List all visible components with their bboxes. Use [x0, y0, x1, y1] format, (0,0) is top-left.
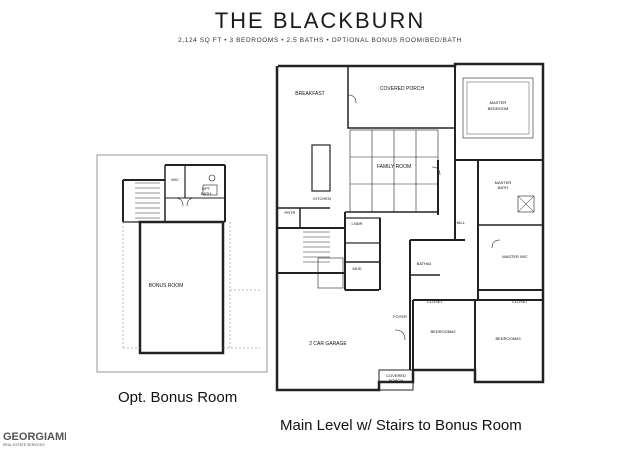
bonus-bath-label-1: OPT — [202, 186, 211, 191]
master-bath-label-1: MASTER — [495, 180, 512, 185]
closet-b-label: CLOSET — [512, 299, 529, 304]
master-bedroom-label-1: MASTER — [490, 100, 507, 105]
main-plan — [275, 62, 545, 392]
bonus-room-label: BONUS ROOM — [149, 283, 184, 289]
master-bedroom-label-2: BEDROOM — [488, 106, 509, 111]
garage-label: 2 CAR GARAGE — [309, 341, 347, 347]
main-stairs — [303, 231, 344, 289]
main-level-caption: Main Level w/ Stairs to Bonus Room — [280, 417, 522, 434]
bonus-plan-outline — [96, 154, 268, 373]
foyer-label: FOYER — [393, 314, 407, 319]
hall-label: HALL — [455, 220, 466, 225]
bonus-bath-label-2: BATH — [201, 191, 211, 196]
family-room-ceiling — [349, 129, 439, 213]
georgiamls-logo: GEORGIAMLS REAL ESTATE SERVICES — [2, 428, 66, 448]
covered-porch-label: COVERED PORCH — [380, 86, 425, 92]
breakfast-label: BREAKFAST — [295, 91, 324, 97]
kitchen-label: KITCHEN — [313, 196, 331, 201]
master-wic-label: MASTER WIC — [502, 254, 528, 259]
master-bath-label-2: BATH — [498, 185, 508, 190]
bedroom3-label: BEDROOM#3 — [495, 336, 521, 341]
laundry-label: LNDR — [352, 221, 363, 226]
plan-subtitle: 2,124 SQ FT • 3 BEDROOMS • 2.5 BATHS • O… — [178, 37, 462, 44]
bath2-label: BATH#2 — [417, 261, 433, 266]
family-room-label: FAMILY ROOM — [377, 164, 411, 170]
pantry-label: PNTR — [285, 210, 296, 215]
bonus-stairs — [135, 182, 160, 219]
closet-a-label: CLOSET — [427, 299, 444, 304]
bonus-wic-label: WIC — [171, 177, 179, 182]
bonus-plan — [96, 154, 268, 373]
front-porch-label-1: COVERED — [386, 373, 406, 378]
logo-name: GEORGIAMLS — [3, 431, 66, 443]
logo-tagline: REAL ESTATE SERVICES — [3, 443, 45, 447]
bonus-room-caption: Opt. Bonus Room — [118, 389, 238, 406]
mud-label: MUD — [352, 266, 361, 271]
front-porch-label-2: PORCH — [389, 378, 404, 383]
bedroom2-label: BEDROOM#2 — [430, 329, 456, 334]
plan-title: THE BLACKBURN — [214, 8, 426, 33]
